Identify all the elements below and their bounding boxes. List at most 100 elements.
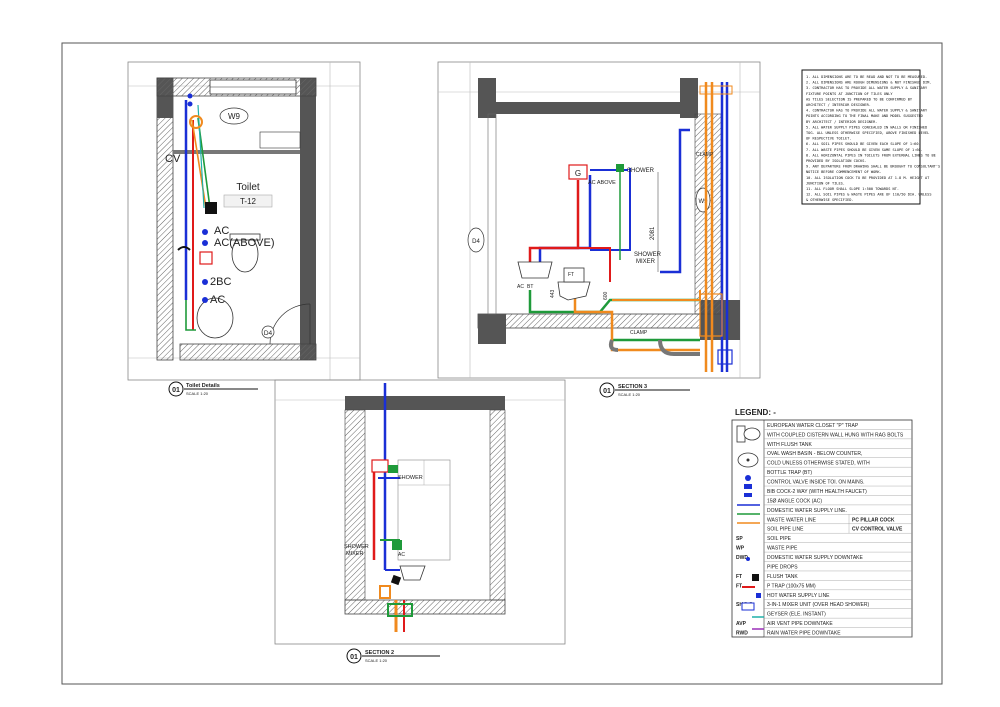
note-line: PROVIDED BY ISOLATION COCKS. [806, 159, 867, 163]
note-line: 3. CONTRACTOR HAS TO PROVIDE ALL WATER S… [806, 86, 928, 90]
door-tag-d4-s3: D4 [472, 239, 480, 245]
label-ac-2: AC [210, 294, 225, 306]
note-line: 10. ALL ISOLATION COCK TO BE PROVIDED AT… [806, 176, 930, 180]
drawing-section-2: SHOWER SHOWER MIXER AC 01 SECTION 2 SCAL… [274, 379, 566, 664]
legend-row-text: HOT WATER SUPPLY LINE [767, 593, 830, 599]
note-line: 11. ALL FLOOR SHALL SLOPE 1:500 TOWARDS … [806, 187, 899, 191]
title-section-2: SECTION 2 [365, 650, 394, 656]
legend-row-extra: PC PILLAR COCK [852, 517, 895, 523]
note-line: AS TILES SELECTION IS PREPARED TO BE CON… [806, 97, 913, 101]
note-line: 1. ALL DIMENSIONS ARE TO BE READ AND NOT… [806, 75, 927, 79]
window-tag-w9-s3: W9 [699, 199, 709, 205]
legend-row-text: 15Ø ANGLE COCK (AC) [767, 498, 822, 504]
label-clamp-top: CLAMP [696, 152, 714, 158]
label-ac-left-s3: AC [517, 284, 524, 290]
scale-toilet: SCALE 1:20 [186, 391, 209, 396]
legend-row-text: SOIL PIPE [767, 536, 792, 542]
legend-row-code: WP [736, 546, 745, 552]
legend-rows: EUROPEAN WATER CLOSET "P" TRAP WITH COUPL… [736, 423, 912, 638]
legend-row-text: EUROPEAN WATER CLOSET "P" TRAP [767, 423, 859, 429]
legend-row-text: GEYSER (ELE. INSTANT) [767, 612, 826, 618]
scale-s3: SCALE 1:20 [618, 392, 641, 397]
label-2bc: 2BC [210, 276, 231, 288]
note-line: 4. CONTRACTOR HAS TO PROVIDE ALL WATER S… [806, 109, 928, 113]
drawing-toilet-plan: W9 Toilet T-12 D4 CV AC AC(ABOVE) [127, 61, 361, 397]
label-shower-s3: SHOWER [627, 168, 655, 174]
legend-row-text: DOMESTIC WATER SUPPLY DOWNTAKE [767, 555, 864, 561]
legend-row-text: BIB COCK-2 WAY (WITH HEALTH FAUCET) [767, 489, 867, 495]
legend-title: LEGEND: - [735, 408, 776, 417]
title-number-s2: 01 [350, 654, 358, 661]
note-line: & OTHERWISE SPECIFIED. [806, 198, 854, 202]
legend-row-text: OVAL WASH BASIN - BELOW COUNTER, [767, 451, 862, 457]
legend-row-text: DOMESTIC WATER SUPPLY LINE. [767, 508, 847, 514]
legend-row-text: SOIL PIPE LINE [767, 527, 804, 533]
legend-row-text: P TRAP (100x75 MM) [767, 583, 816, 589]
label-ac-above: AC(ABOVE) [214, 237, 275, 249]
note-line: 9. ANY DEPARTURE FROM DRAWING SHALL BE B… [806, 165, 940, 169]
note-line: JUNCTION OF TILES. [806, 181, 845, 185]
room-label: Toilet [236, 182, 260, 193]
label-dim-600: 600 [603, 291, 609, 300]
label-shower-mixer-s2-1: SHOWER [344, 544, 369, 550]
legend-row-code: RWD [736, 631, 748, 637]
label-shower-mixer-s2-2: MIXER [346, 551, 363, 557]
legend-row-code: FT [736, 574, 742, 580]
title-section-3: SECTION 3 [618, 384, 647, 390]
label-cv: CV [165, 153, 181, 165]
legend-row-code: DWD [736, 555, 748, 561]
note-line: ARCHITECT / INTERIOR DESIGNER. [806, 103, 871, 107]
label-shower-mixer-s3-2: MIXER [636, 259, 656, 265]
legend-row-text: CONTROL VALVE INSIDE TOI. ON MAINS. [767, 480, 865, 486]
note-line: NOTICE BEFORE COMMENCEMENT OF WORK. [806, 170, 882, 174]
legend-wc-icon [736, 425, 761, 443]
notes-box: 1. ALL DIMENSIONS ARE TO BE READ AND NOT… [801, 69, 940, 205]
window-tag-w9: W9 [228, 112, 241, 121]
legend-row-code: AVP [736, 621, 747, 627]
note-line: TOG. ALL UNLESS OTHERWISE SPECIFIED, ABO… [806, 131, 929, 135]
legend-row-text: FLUSH TANK [767, 574, 798, 580]
note-line: 6. ALL SOIL PIPES SHOULD BE GIVEN EACH S… [806, 142, 921, 146]
label-shower-s2: SHOWER [398, 475, 423, 481]
note-line: 5. ALL WATER SUPPLY PIPES CONCEALED IN W… [806, 125, 927, 129]
label-ac-above-s3: AC ABOVE [588, 180, 616, 186]
note-line: 2. ALL DIMENSIONS ARE ROUGH DIMENSIONS &… [806, 81, 932, 85]
scale-s2: SCALE 1:20 [365, 658, 388, 663]
sheet-border [61, 42, 943, 685]
title-number-s3: 01 [603, 388, 611, 395]
note-line: 7. ALL WASTE PIPES SHOULD BE GIVEN SAME … [806, 148, 923, 152]
legend-row-text: WITH COUPLED CISTERN WALL HUNG WITH RAG … [767, 432, 904, 438]
legend-row-text: WITH FLUSH TANK [767, 442, 812, 448]
legend-row-text: 3-IN-1 MIXER UNIT (OVER HEAD SHOWER) [767, 602, 869, 608]
label-ac-1: AC [214, 225, 229, 237]
legend-pipe-drop-icon [746, 557, 750, 561]
label-ac-s2: AC [398, 552, 405, 558]
legend-row-code: FT [736, 583, 742, 589]
legend-row-text: RAIN WATER PIPE DOWNTAKE [767, 631, 841, 637]
legend-row-text: AIR VENT PIPE DOWNTAKE [767, 621, 833, 627]
label-dim-2081: 2081 [650, 226, 656, 240]
legend-row-text: COLD UNLESS OTHERWISE STATED, WITH [767, 461, 870, 467]
wash-basin-icon [196, 297, 234, 339]
legend-p-trap-icon [752, 574, 759, 581]
label-dim-443: 443 [550, 289, 556, 298]
notes-list: 1. ALL DIMENSIONS ARE TO BE READ AND NOT… [806, 75, 940, 202]
label-ft-s3: FT [568, 272, 574, 278]
note-line: OF RESPECTIVE TOILET. [806, 137, 851, 141]
label-bt-s3: BT [527, 284, 533, 290]
label-clamp-bottom: CLAMP [630, 330, 648, 336]
legend-row-text: PIPE DROPS [767, 564, 798, 570]
legend-mixer-icon [756, 593, 761, 598]
title-toilet-details: Toilet Details [186, 383, 220, 389]
room-code: T-12 [240, 197, 257, 206]
legend: LEGEND: - EUROPEAN WATER CLOSET "P" TRAP… [731, 408, 913, 638]
legend-control-valve-icon [745, 475, 751, 481]
note-line: 12. ALL SOIL PIPES & WASTE PIPES ARE OF … [806, 193, 932, 197]
label-shower-mixer-s3-1: SHOWER [634, 252, 662, 258]
drawing-section-3: D4 W9 G AC ABOVE [437, 61, 761, 398]
legend-bib-cock-icon [744, 484, 752, 489]
door-tag-d4: D4 [264, 330, 273, 337]
note-line: BY ARCHITECT / INTERIOR DESIGNER. [806, 120, 877, 124]
legend-row-text: WASTE PIPE [767, 546, 798, 552]
